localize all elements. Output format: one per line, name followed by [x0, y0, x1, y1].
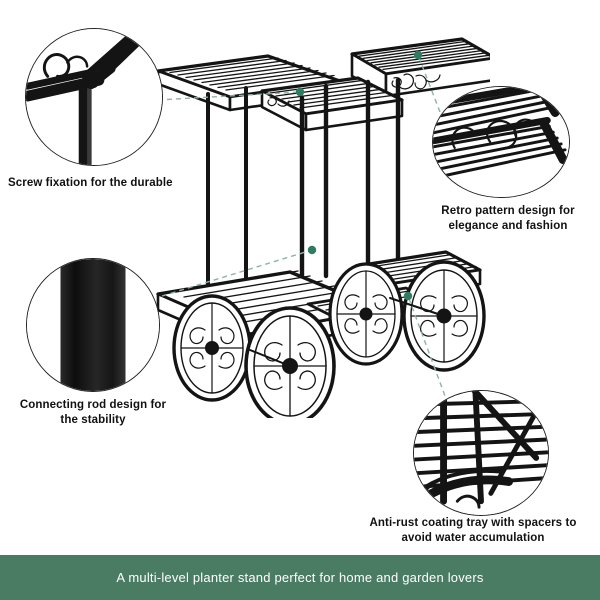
bottom-banner: A multi-level planter stand perfect for …	[0, 555, 600, 600]
caption-line: avoid water accumulation	[401, 531, 545, 544]
detail-retro-pattern	[433, 87, 569, 197]
detail-corner-joint-screw	[26, 29, 162, 165]
wheel-rear-left	[172, 294, 252, 402]
callout-circle-connecting-rod	[26, 258, 160, 392]
caption-line: Anti-rust coating tray with spacers to	[369, 517, 577, 529]
callout-circle-screw-fixation	[25, 28, 163, 166]
caption-retro-pattern: Retro pattern design for elegance and fa…	[418, 204, 598, 233]
product-illustration	[156, 37, 490, 418]
caption-line: the stability	[60, 413, 126, 426]
caption-line: Connecting rod design for	[19, 399, 167, 411]
caption-line: elegance and fashion	[448, 219, 568, 232]
caption-line: Retro pattern design for	[441, 205, 575, 217]
caption-screw-fixation: Screw fixation for the durable	[8, 176, 223, 191]
wheel-front-left	[244, 306, 336, 418]
callout-circle-retro-pattern	[432, 86, 570, 198]
caption-anti-rust-tray: Anti-rust coating tray with spacers to a…	[348, 516, 598, 545]
detail-connecting-rod	[27, 259, 159, 391]
detail-anti-rust-tray	[414, 391, 548, 515]
callout-circle-anti-rust-tray	[413, 390, 549, 516]
caption-line: Screw fixation for the durable	[8, 177, 173, 189]
banner-text: A multi-level planter stand perfect for …	[116, 570, 484, 585]
caption-connecting-rod: Connecting rod design for the stability	[4, 398, 182, 427]
wheel-rear-center	[328, 262, 404, 366]
